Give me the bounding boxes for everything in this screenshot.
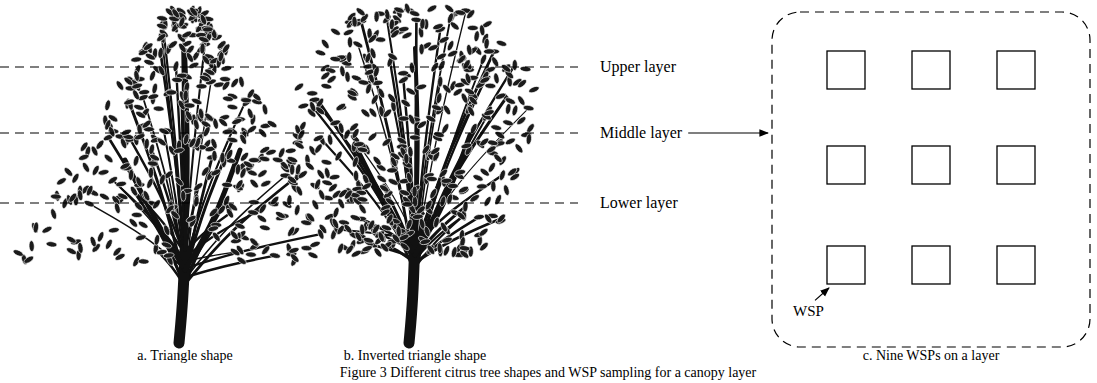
layer-line — [0, 132, 578, 133]
wsp-square — [827, 51, 865, 89]
pointer-arrow — [815, 288, 829, 300]
citrus-tree — [12, 4, 350, 343]
layer-label: Upper layer — [600, 58, 676, 76]
citrus-tree — [291, 2, 540, 343]
wsp-square — [912, 51, 950, 89]
wsp-square — [827, 246, 865, 284]
pointer-arrow — [688, 132, 768, 133]
figure-caption: Figure 3 Different citrus tree shapes an… — [340, 365, 757, 381]
layer-outline — [772, 12, 1090, 347]
subfigure-caption: a. Triangle shape — [137, 348, 232, 364]
wsp-square — [997, 51, 1035, 89]
wsp-square — [912, 146, 950, 184]
layer-label: Lower layer — [600, 194, 678, 212]
wsp-square — [827, 146, 865, 184]
wsp-square — [997, 146, 1035, 184]
layer-label: Middle layer — [600, 124, 682, 142]
subfigure-caption: b. Inverted triangle shape — [344, 348, 486, 364]
wsp-square — [997, 246, 1035, 284]
subfigure-caption: c. Nine WSPs on a layer — [863, 348, 1000, 364]
wsp-label: WSP — [793, 303, 824, 320]
wsp-square — [912, 246, 950, 284]
layer-line — [0, 202, 578, 203]
layer-line — [0, 66, 578, 67]
